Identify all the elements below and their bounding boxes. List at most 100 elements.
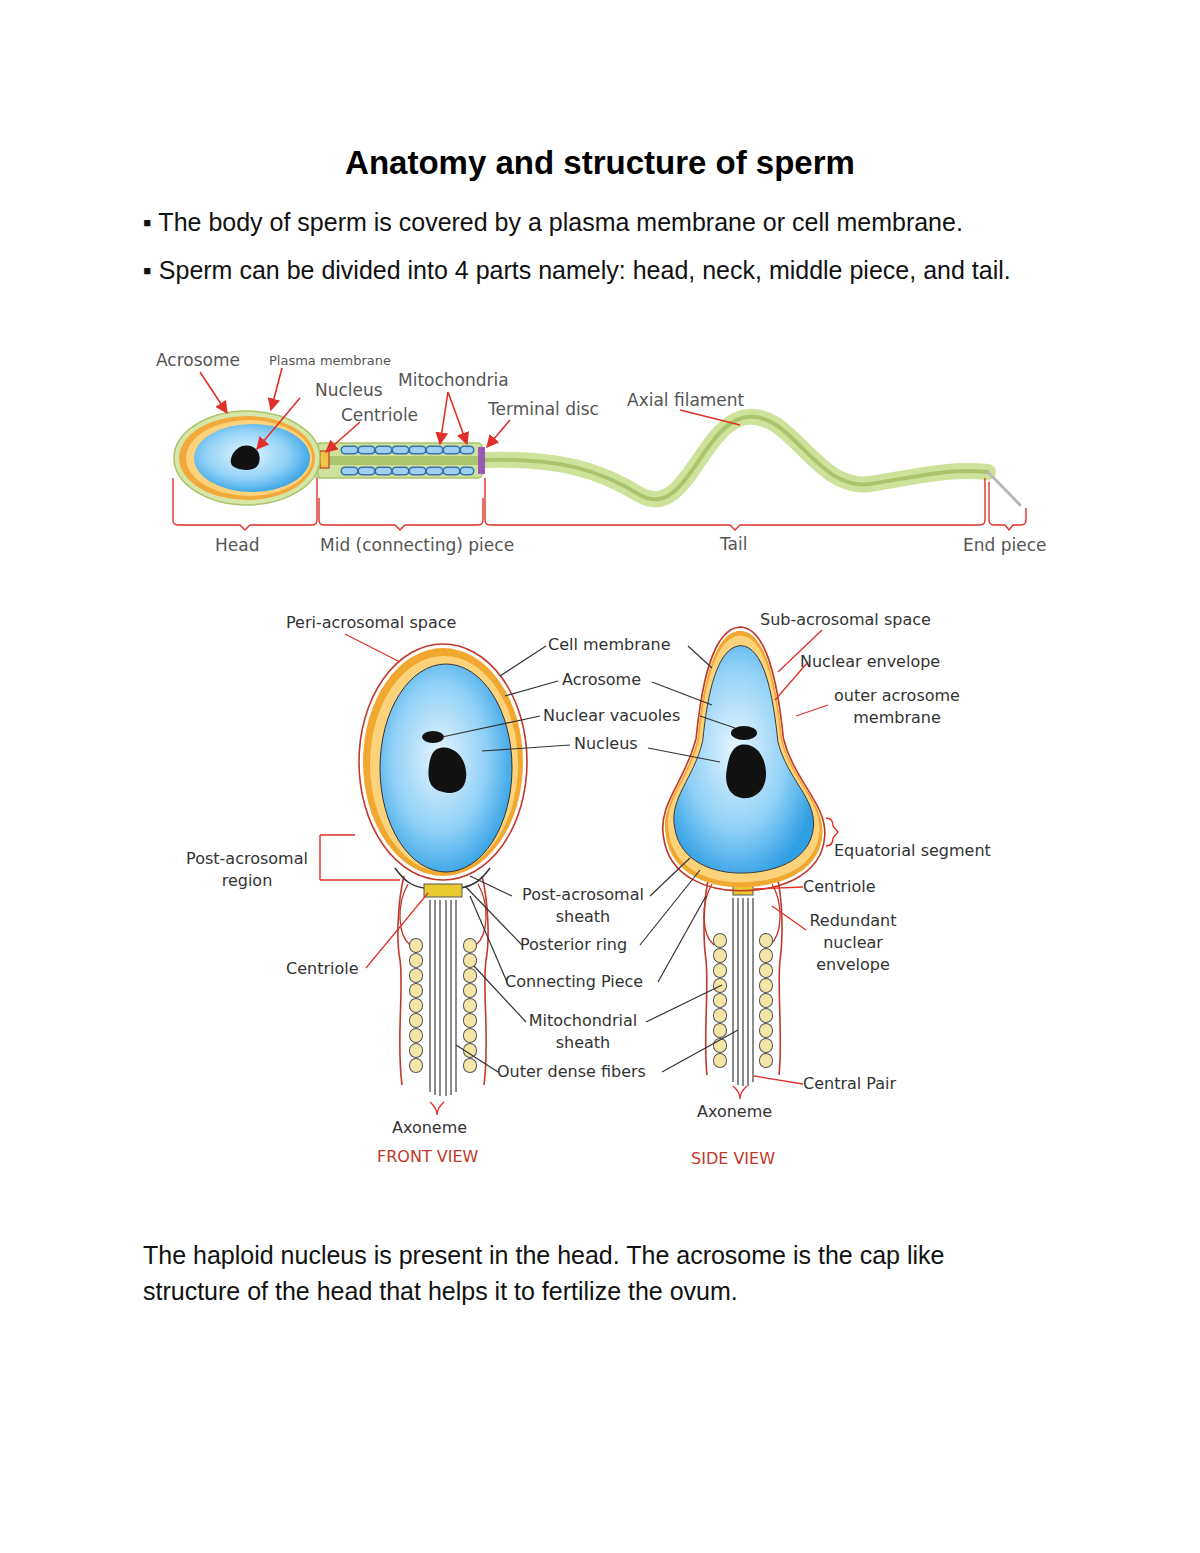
bracket: [485, 478, 985, 530]
acrosome-inner: [668, 636, 820, 883]
head-nucleus-area: [194, 424, 310, 492]
region-label: End piece: [963, 534, 1047, 556]
plasma-membrane: [174, 411, 320, 505]
leader-line: [366, 893, 428, 968]
axial-filament: [485, 417, 988, 500]
part-label: Central Pair: [803, 1073, 896, 1095]
leader-line: [345, 634, 400, 662]
part-label: Sub-acrosomal space: [760, 609, 931, 631]
leader-line: [640, 870, 700, 945]
leader-line: [688, 646, 712, 668]
part-label: Axoneme: [697, 1101, 772, 1123]
leader-line: [465, 886, 522, 945]
part-label: Mitochondrial sheath: [503, 1010, 663, 1054]
view-label: SIDE VIEW: [691, 1148, 775, 1170]
leader-arrow: [200, 372, 227, 413]
mitochondria: [410, 945, 422, 1078]
region-label: Mid (connecting) piece: [320, 534, 514, 556]
acrosome: [665, 631, 823, 888]
part-label: Outer dense fibers: [497, 1061, 646, 1083]
part-label: Peri-acrosomal space: [286, 612, 456, 634]
mitochondria: [345, 468, 470, 474]
part-label: Centriole: [803, 876, 876, 898]
leader-line: [646, 985, 722, 1022]
axoneme-fibers: [430, 900, 456, 1096]
bracket: [319, 498, 483, 530]
mitochondria-outline: [713, 940, 727, 1070]
bullet-text: ▪ The body of sperm is covered by a plas…: [143, 204, 1183, 240]
cell-membrane: [359, 644, 527, 880]
centriole: [320, 451, 329, 468]
mitochondria-outline: [759, 940, 773, 1070]
region-label: Head: [215, 534, 259, 556]
acrosome-inner: [370, 656, 518, 872]
leader-line: [505, 681, 558, 696]
terminal-disc: [478, 447, 485, 474]
centriole: [424, 884, 462, 897]
body-paragraph: The haploid nucleus is present in the he…: [143, 1237, 1043, 1309]
part-label: Mitochondria: [398, 369, 509, 391]
leader-arrow: [257, 398, 300, 449]
mitochondria: [464, 945, 476, 1078]
acrosome: [179, 416, 315, 500]
nucleus: [231, 445, 260, 470]
part-label: Centriole: [286, 958, 359, 980]
nucleus-area: [380, 664, 512, 872]
part-label: Centriole: [341, 404, 418, 426]
leader-line: [662, 1030, 738, 1072]
mitochondria-outline: [345, 446, 470, 455]
part-label: Redundant nuclear envelope: [793, 910, 913, 976]
part-label: Cell membrane: [548, 634, 671, 656]
leader-line: [772, 906, 806, 930]
bracket: [320, 835, 400, 880]
bracket: [430, 1102, 444, 1115]
part-label: Plasma membrane: [269, 350, 391, 372]
view-label: FRONT VIEW: [377, 1146, 478, 1168]
part-label: Connecting Piece: [505, 971, 643, 993]
leader-line: [754, 887, 803, 889]
leader-arrow: [487, 420, 510, 447]
axoneme: [731, 896, 755, 1086]
leader-arrow: [271, 368, 282, 410]
tail-sheath: [485, 417, 988, 500]
mitochondria-outline: [345, 467, 470, 476]
leader-arrow: [326, 422, 360, 452]
leader-line: [648, 748, 720, 762]
part-label: Terminal disc: [488, 398, 599, 420]
nucleus: [428, 748, 466, 793]
axoneme-fibers: [733, 898, 753, 1086]
end-piece: [988, 472, 1020, 505]
bracket: [173, 478, 317, 530]
mitochondria: [345, 447, 470, 453]
leader-line: [658, 896, 706, 982]
nuclear-vacuole: [422, 731, 444, 743]
bracket: [989, 482, 1026, 530]
axoneme: [428, 898, 458, 1093]
nucleus: [726, 745, 766, 799]
leader-line: [680, 410, 740, 425]
page-title: Anatomy and structure of sperm: [0, 141, 1200, 185]
part-label: outer acrosome membrane: [812, 685, 982, 729]
leader-line: [456, 1045, 498, 1072]
acrosome: [363, 648, 523, 876]
part-label: Acrosome: [562, 669, 641, 691]
mitochondria-outline: [409, 945, 423, 1078]
midpiece-core: [322, 456, 480, 465]
leader-line: [500, 646, 546, 676]
leader-line: [442, 716, 540, 737]
leader-line: [700, 716, 735, 728]
part-label: Axoneme: [392, 1117, 467, 1139]
nucleus-area: [674, 646, 814, 873]
leader-line: [796, 705, 828, 716]
region-label: Tail: [720, 533, 747, 555]
part-label: Axial filament: [627, 389, 744, 411]
part-label: Nucleus: [315, 379, 383, 401]
acrosome-inner: [186, 420, 312, 496]
leader-line: [470, 876, 512, 896]
leader-line: [754, 1076, 803, 1084]
mitochondria: [714, 940, 726, 1070]
part-label: Acrosome: [156, 349, 240, 371]
part-label: Nuclear envelope: [800, 651, 940, 673]
leader-line: [482, 745, 570, 751]
